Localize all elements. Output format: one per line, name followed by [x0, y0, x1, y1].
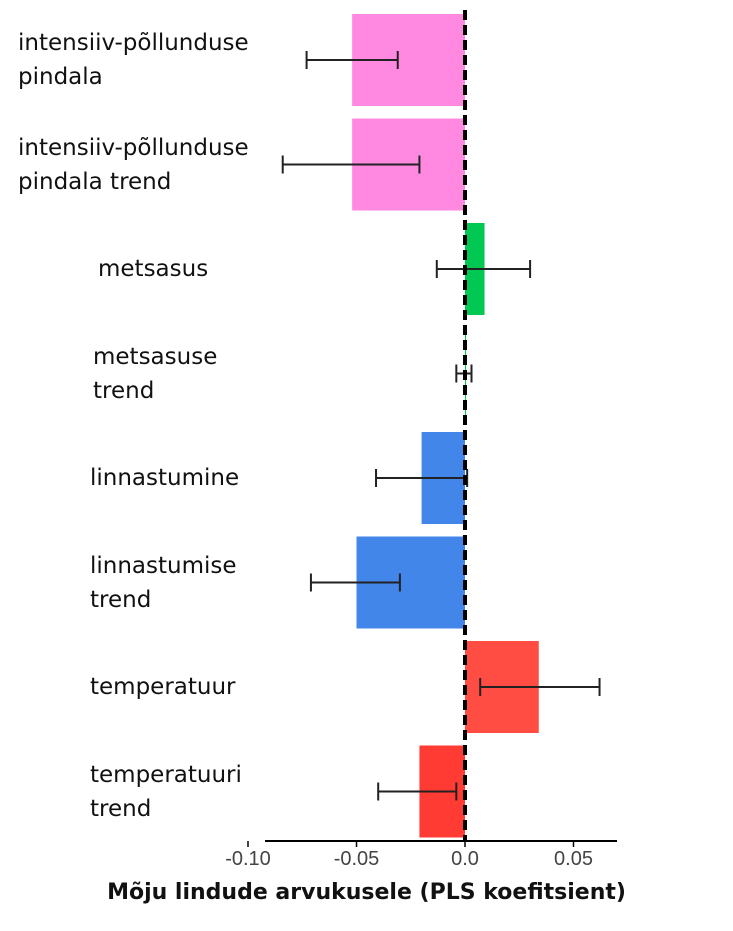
category-label-line: pindala trend: [18, 168, 172, 195]
category-label-3: metsasuse trend: [93, 340, 217, 408]
category-label-line: trend: [90, 586, 152, 613]
category-label-0: intensiiv-põllunduse pindala: [18, 26, 249, 94]
category-label-line: linnastumine: [90, 465, 240, 491]
x-tick-label-2: 0.0: [451, 848, 479, 870]
category-label-4: linnastumine: [90, 461, 239, 495]
category-label-line: temperatuur: [90, 674, 236, 700]
category-label-line: trend: [93, 377, 155, 404]
category-label-line: linnastumise: [90, 552, 237, 579]
x-tick-label-0: -0.10: [225, 848, 271, 870]
category-label-line: intensiiv-põllunduse: [18, 30, 249, 56]
category-label-line: temperatuuri: [90, 761, 242, 788]
category-label-2: metsasus: [98, 252, 208, 286]
category-label-line: metsasuse: [93, 343, 218, 370]
category-label-line: pindala: [18, 64, 103, 90]
category-label-line: intensiiv-põllunduse: [18, 134, 249, 161]
category-label-line: trend: [90, 795, 152, 822]
category-label-5: linnastumise trend: [90, 549, 237, 617]
category-label-7: temperatuuri trend: [90, 758, 242, 826]
x-tick-label-1: -0.05: [334, 848, 380, 870]
x-tick-label-3: 0.05: [554, 848, 593, 870]
category-label-6: temperatuur: [90, 670, 236, 704]
category-label-line: metsasus: [98, 256, 209, 282]
category-label-1: intensiiv-põllunduse pindala trend: [18, 131, 249, 199]
x-axis-title: Mõju lindude arvukusele (PLS koefitsient…: [107, 880, 626, 905]
